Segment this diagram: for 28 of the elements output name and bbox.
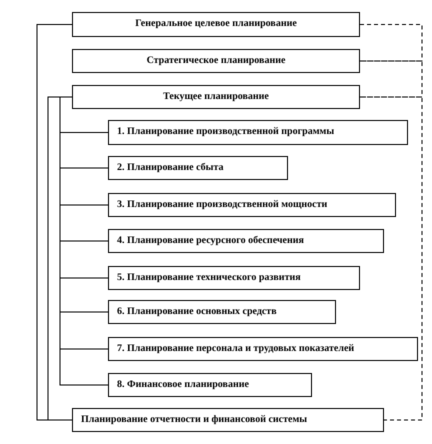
connector-line bbox=[36, 24, 72, 420]
planning-box bbox=[108, 229, 384, 253]
box-label: Текущее планирование bbox=[163, 90, 269, 104]
planning-box bbox=[108, 266, 360, 290]
connector-line bbox=[360, 24, 422, 62]
connector-line bbox=[360, 60, 422, 98]
box-label: Планирование отчетности и финансовой системы bbox=[81, 414, 308, 426]
planning-box bbox=[108, 373, 312, 397]
box-label: 1. Планирование производственной программы bbox=[117, 126, 334, 139]
box-label: 5. Планирование технического развития bbox=[117, 272, 301, 284]
connector-line bbox=[360, 96, 422, 420]
box-label: Стратегическое планирование bbox=[146, 54, 286, 68]
box-label: 3. Планирование производственной мощности bbox=[117, 198, 328, 212]
box-label: 8. Финансовое планирование bbox=[117, 378, 249, 392]
box-label: 4. Планирование ресурсного обеспечения bbox=[117, 234, 304, 248]
planning-box bbox=[108, 300, 336, 324]
planning-box bbox=[108, 120, 408, 145]
planning-box bbox=[108, 156, 288, 180]
planning-box bbox=[72, 12, 360, 37]
planning-box bbox=[72, 408, 384, 432]
box-label: 7. Планирование персонала и трудовых показателей bbox=[117, 342, 354, 356]
box-label: Генеральное целевое планирование bbox=[135, 18, 297, 31]
box-label: 2. Планирование сбыта bbox=[117, 162, 224, 174]
box-label: 6. Планирование основных средств bbox=[117, 306, 277, 318]
planning-box bbox=[108, 337, 418, 361]
planning-box bbox=[108, 193, 396, 217]
planning-box bbox=[72, 49, 360, 73]
planning-box bbox=[72, 85, 360, 109]
